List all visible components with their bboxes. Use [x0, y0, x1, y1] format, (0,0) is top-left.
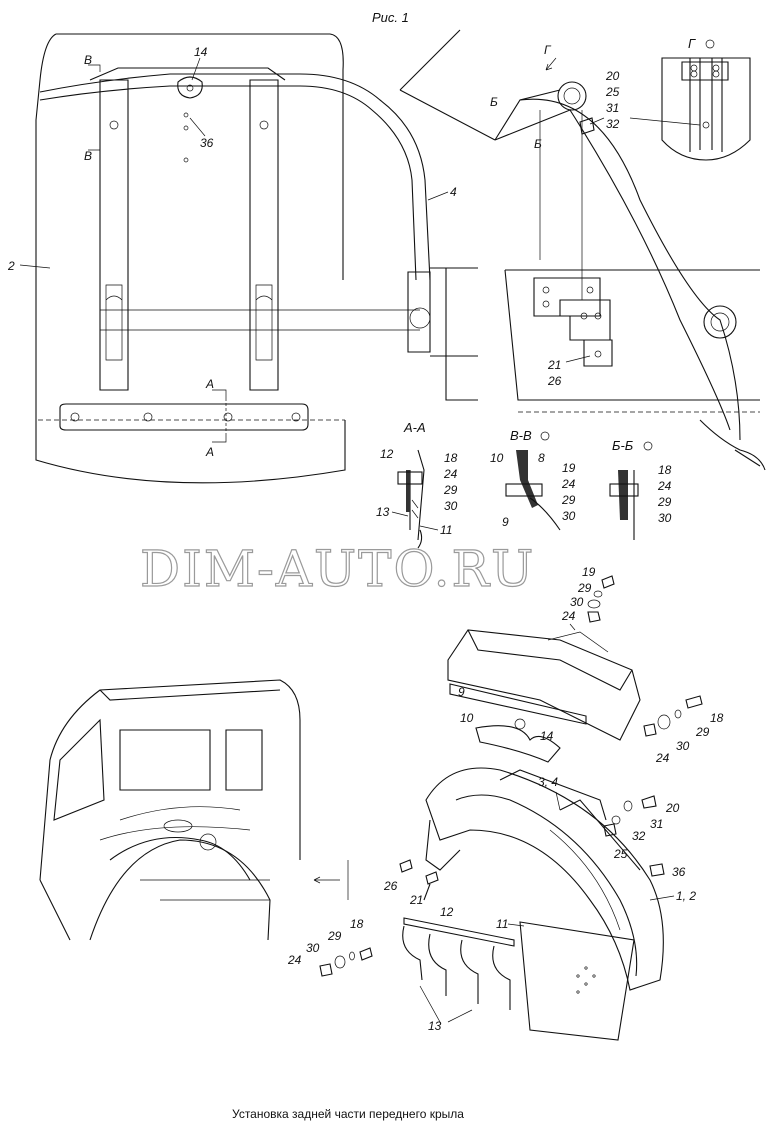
section-v-v-title: В-В: [510, 428, 532, 443]
side-view: [399, 29, 766, 471]
section-v-v-rotate-icon: [540, 431, 550, 441]
cut-label-a-bottom: А: [205, 445, 214, 459]
callout-24-lower: 24: [287, 953, 302, 967]
callout-31-wing: 31: [650, 817, 663, 831]
callout-24-stack: 24: [561, 609, 576, 623]
callout-21-lower: 21: [409, 893, 423, 907]
figure-title: Рис. 1: [372, 10, 409, 25]
fastener-stack-wing: [603, 795, 665, 877]
watermark: DIM-AUTO.RU: [140, 540, 535, 598]
callout-18-lower: 18: [350, 917, 364, 931]
cut-label-v-top: В: [84, 53, 92, 67]
callout-21-top: 21: [547, 358, 561, 372]
callout-36-wing: 36: [672, 865, 686, 879]
callout-25-top: 25: [605, 85, 620, 99]
callout-30-lower: 30: [306, 941, 320, 955]
figure-caption: Установка задней части переднего крыла: [232, 1107, 464, 1121]
callout-26-lower: 26: [383, 879, 398, 893]
callout-29-bb: 29: [657, 495, 672, 509]
view-g-title: Г: [688, 36, 696, 51]
cut-label-v-bottom: В: [84, 149, 92, 163]
callout-29-right: 29: [695, 725, 710, 739]
callout-10-vv: 10: [490, 451, 504, 465]
callout-29-aa: 29: [443, 483, 458, 497]
section-a-a: [397, 449, 425, 549]
callout-29-vv: 29: [561, 493, 576, 507]
callout-19-stack: 19: [582, 565, 596, 579]
rear-fender-part: [425, 767, 664, 991]
view-g-inset: [661, 57, 751, 161]
callout-13-aa: 13: [376, 505, 390, 519]
section-v-v: [505, 450, 561, 531]
callout-30-aa: 30: [444, 499, 458, 513]
callout-3-4: 3, 4: [538, 775, 558, 789]
callout-32-top: 32: [606, 117, 620, 131]
cut-label-b-top: Б: [490, 95, 498, 109]
callout-26-top: 26: [547, 374, 562, 388]
callout-32-wing: 32: [632, 829, 646, 843]
callout-14-exploded: 14: [540, 729, 554, 743]
callout-24-aa: 24: [443, 467, 458, 481]
callout-30-right: 30: [676, 739, 690, 753]
section-b-b-rotate-icon: [643, 441, 653, 451]
callout-29-stack: 29: [577, 581, 592, 595]
cut-label-b-bottom: Б: [534, 137, 542, 151]
callout-8-vv: 8: [538, 451, 545, 465]
callout-9-exploded: 9: [458, 685, 465, 699]
callout-18-aa: 18: [444, 451, 458, 465]
section-b-b: [609, 470, 639, 540]
mudflap-bar-and-clamps: [402, 917, 515, 1010]
callout-20-wing: 20: [665, 801, 680, 815]
callout-36-top: 36: [200, 136, 214, 150]
callout-20-top: 20: [605, 69, 620, 83]
callout-24-vv: 24: [561, 477, 576, 491]
fastener-stack-top: [587, 575, 615, 623]
callout-2: 2: [7, 259, 15, 273]
callout-4: 4: [450, 185, 457, 199]
callout-19-vv: 19: [562, 461, 576, 475]
callout-24-bb: 24: [657, 479, 672, 493]
callout-12-lower: 12: [440, 905, 454, 919]
fastener-stack-right: [643, 695, 703, 737]
callout-13-lower: 13: [428, 1019, 442, 1033]
callout-14-top: 14: [194, 45, 208, 59]
callout-31-top: 31: [606, 101, 619, 115]
callout-9-vv: 9: [502, 515, 509, 529]
callout-30-bb: 30: [658, 511, 672, 525]
callout-10-exploded: 10: [460, 711, 474, 725]
callout-25-wing: 25: [613, 847, 628, 861]
fastener-nut-bolt: [399, 859, 439, 901]
mudflap: [519, 921, 635, 1041]
callout-24-right: 24: [655, 751, 670, 765]
callout-29-lower: 29: [327, 929, 342, 943]
fastener-stack-lower: [319, 947, 373, 977]
callout-1-2: 1, 2: [676, 889, 696, 903]
view-g-rotate-icon: [705, 39, 715, 49]
callout-18-bb: 18: [658, 463, 672, 477]
section-a-a-title: А-А: [403, 420, 426, 435]
section-b-b-title: Б-Б: [612, 438, 634, 453]
truck-cab: [39, 679, 301, 941]
callout-30-vv: 30: [562, 509, 576, 523]
cut-label-a-top: А: [205, 377, 214, 391]
callout-18-right: 18: [710, 711, 724, 725]
callout-11-lower: 11: [496, 917, 508, 931]
bracket-exploded: [447, 623, 641, 763]
fender-panel-view: [35, 33, 478, 484]
view-g-arrow-label: Г: [544, 43, 552, 57]
callout-12-aa: 12: [380, 447, 394, 461]
callout-30-stack: 30: [570, 595, 584, 609]
callout-11-aa: 11: [440, 523, 452, 537]
